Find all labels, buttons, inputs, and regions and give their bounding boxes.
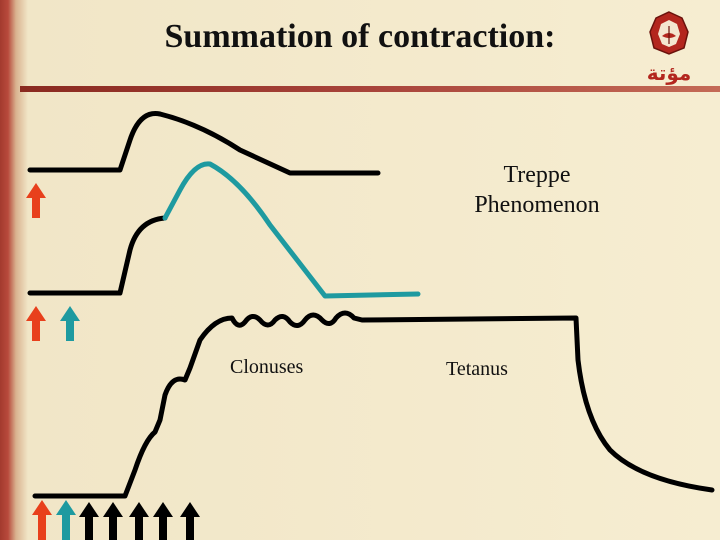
black-arrow-icon [79,502,99,540]
university-logo: مؤتة [647,11,692,85]
summation-trace-black [27,215,168,296]
slide-title: Summation of contraction: [164,18,556,55]
summation-trace-teal [162,161,421,299]
red-arrow-icon [26,183,46,218]
teal-arrow-icon [60,306,80,341]
tetanus-label: Tetanus [446,358,508,380]
clonus-tetanus-trace [32,310,715,499]
svg-text:مؤتة: مؤتة [647,61,692,85]
treppe-label: Treppe Phenomenon [474,162,600,218]
teal-arrow-icon [56,500,76,540]
red-arrow-icon [26,306,46,341]
red-arrow-icon [32,500,52,540]
black-arrow-icon [180,502,200,540]
clonuses-label: Clonuses [230,356,304,378]
black-arrow-icon [153,502,173,540]
single-twitch-trace [27,111,381,176]
black-arrow-icon [129,502,149,540]
black-arrow-icon [103,502,123,540]
title-divider [20,86,720,92]
